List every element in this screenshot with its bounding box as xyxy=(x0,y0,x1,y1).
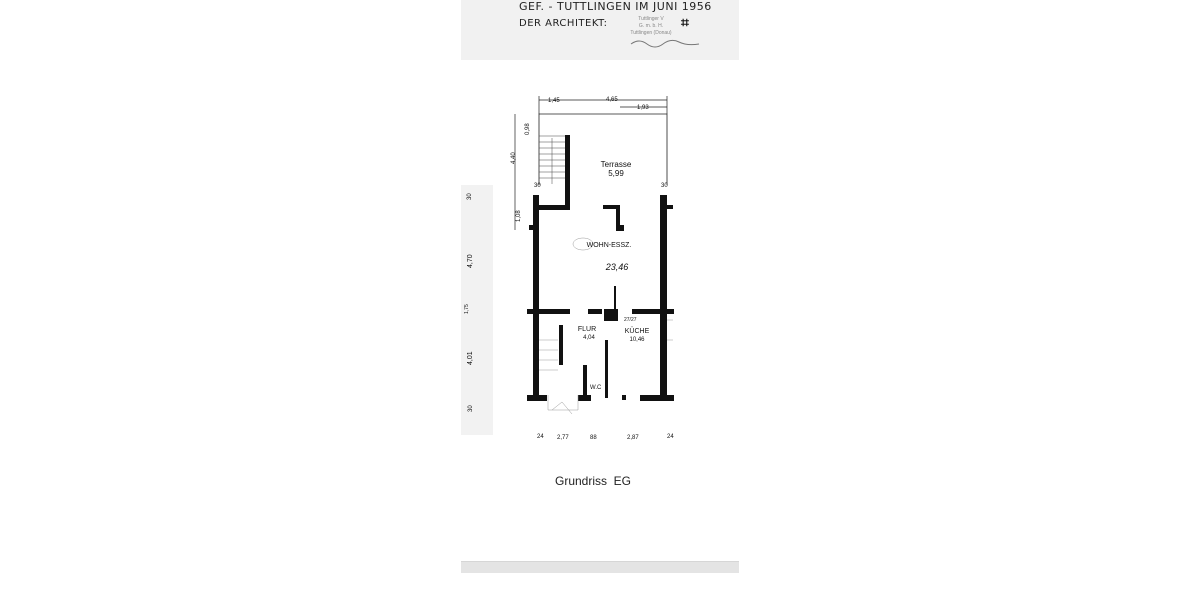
dim-left-1: 0,98 xyxy=(525,123,531,135)
plan-details xyxy=(539,237,673,415)
plan-caption: Grundriss EG xyxy=(554,474,632,488)
hall-area: 4,04 xyxy=(583,335,595,341)
dim-bottom: 2,77 xyxy=(557,435,569,441)
document-page xyxy=(461,0,739,572)
header-architect-line: DER ARCHITEKT: xyxy=(519,18,608,29)
dim-top-1: 1,45 xyxy=(548,98,560,104)
kitchen-area: 10,46 xyxy=(629,337,645,343)
dim-left-2: 4,40 xyxy=(511,152,517,164)
dim-bottom: 88 xyxy=(590,435,597,441)
wall-mark-right: 30 xyxy=(661,183,668,189)
terrace-label: Terrasse xyxy=(601,160,632,169)
scan-strip xyxy=(461,185,493,435)
dim-bottom: 24 xyxy=(667,434,674,440)
header-date-line: GEF. - TUTTLINGEN IM JUNI 1956 xyxy=(519,0,712,13)
signature xyxy=(630,39,700,48)
living-room-label: WOHN-ESSZ. xyxy=(587,242,632,249)
dim-top-2: 4,65 xyxy=(606,97,618,103)
wc-label: W.C xyxy=(590,385,602,391)
dim-bottom: 2,87 xyxy=(627,435,639,441)
walls xyxy=(527,135,674,401)
dim-top-3: 1,93 xyxy=(637,105,649,111)
dim-side: 30 xyxy=(467,193,473,200)
stamp-line: Tuttlinger V xyxy=(638,16,664,22)
stamp-line: G. m. b. H. xyxy=(638,23,664,29)
kitchen-label: KÜCHE xyxy=(625,327,650,335)
crop-icon: ⌗ xyxy=(681,14,689,30)
terrace-stair xyxy=(539,135,565,184)
terrace-area: 5,99 xyxy=(608,169,624,178)
dim-side: 4,01 xyxy=(467,351,474,365)
dim-bottom: 24 xyxy=(537,434,544,440)
dim-left-3: 1,08 xyxy=(516,210,522,222)
dim-side: 1,75 xyxy=(464,304,470,314)
chimney-label: 27/27 xyxy=(624,317,637,323)
page-scrollbar[interactable] xyxy=(461,561,739,573)
terrace-outline xyxy=(538,113,668,185)
dim-side: 30 xyxy=(468,405,474,412)
architect-stamp: Tuttlinger V G. m. b. H. Tuttlingen (Don… xyxy=(621,16,681,37)
dim-side: 4,70 xyxy=(467,254,474,268)
living-room-area: 23,46 xyxy=(605,262,629,272)
hall-label: FLUR xyxy=(578,326,596,333)
wall-mark-left: 30 xyxy=(534,183,541,189)
stamp-line: Tuttlingen (Donau) xyxy=(630,30,672,36)
dimension-lines xyxy=(514,96,668,230)
architect-header: GEF. - TUTTLINGEN IM JUNI 1956 DER ARCHI… xyxy=(461,0,739,60)
